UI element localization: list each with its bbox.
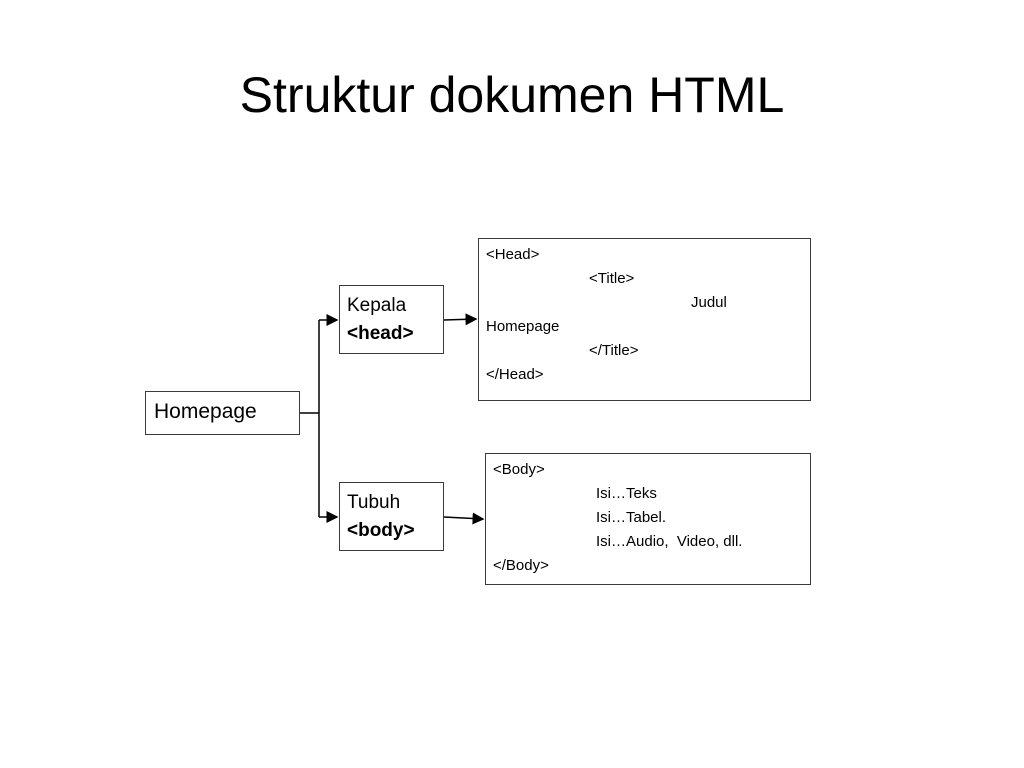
tubuh-label: Tubuh [347,492,401,513]
title-text-part1: Judul [691,294,727,311]
body-code-box: <Body> Isi…Teks Isi…Tabel. Isi…Audio, Vi… [485,453,811,585]
homepage-node: Homepage [145,391,300,435]
kepala-tag: <head> [347,323,414,344]
tubuh-tag: <body> [347,520,415,541]
kepala-node: Kepala <head> [339,285,444,354]
body-item-table: Isi…Tabel. [596,509,667,526]
tubuh-node: Tubuh <body> [339,482,444,551]
title-text-part2: Homepage [486,318,560,335]
head-open-tag: <Head> [486,246,540,263]
body-open-tag: <Body> [493,461,545,478]
kepala-label: Kepala [347,295,407,316]
body-close-tag: </Body> [493,557,549,574]
head-close-tag: </Head> [486,366,544,383]
title-open-tag: <Title> [589,270,635,287]
body-item-text: Isi…Teks [596,485,657,502]
slide-title: Struktur dokumen HTML [239,67,785,123]
arrow-to-body-code [443,512,485,525]
arrow-to-head-code [443,313,478,326]
homepage-label: Homepage [154,400,257,423]
head-code-box: <Head> <Title> Judul Homepage </Title> <… [478,238,811,401]
title-close-tag: </Title> [589,342,639,359]
body-item-media: Isi…Audio, Video, dll. [596,533,743,550]
